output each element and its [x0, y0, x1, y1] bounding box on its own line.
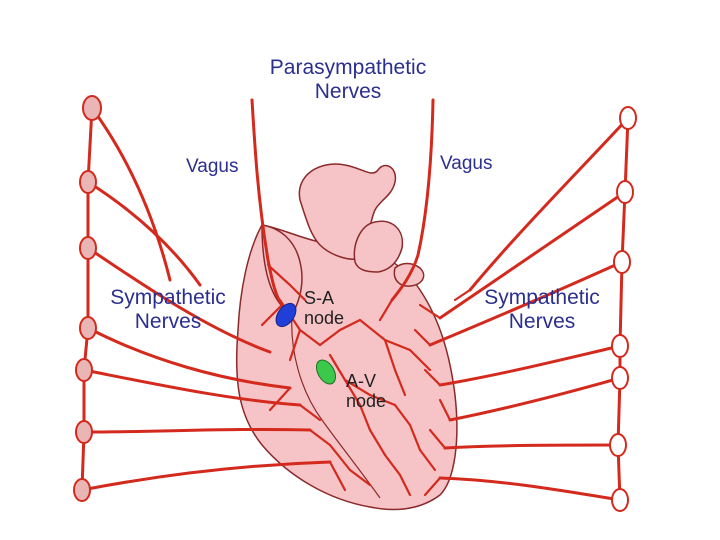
av-node: [316, 359, 336, 385]
ganglion-left-2: [79, 170, 97, 194]
branch: [418, 303, 442, 320]
fiber-l2: [86, 180, 202, 287]
fiber-l7: [80, 460, 332, 492]
branch: [423, 368, 442, 387]
branch: [348, 468, 372, 487]
aorta: [298, 163, 397, 260]
sa-node-line1: S-A: [304, 288, 335, 308]
branch: [408, 348, 432, 372]
fiber-l3: [86, 246, 272, 354]
fiber-r3: [428, 260, 624, 347]
branch: [318, 318, 362, 347]
ganglion-right-1: [619, 106, 637, 130]
fiber-l1: [90, 106, 172, 282]
branch: [268, 386, 292, 412]
parasympathetic-line2: Nerves: [314, 79, 382, 103]
sa-node: [275, 302, 297, 328]
branch: [423, 476, 442, 497]
fiber-r7: [438, 476, 622, 502]
fiber-r5: [448, 376, 622, 422]
branch: [383, 453, 412, 497]
cardiac-nerve-branches: [260, 263, 472, 497]
av-node-line1: A-V: [346, 371, 377, 391]
vagus-left-label: Vagus: [186, 156, 239, 177]
pulmonary-trunk: [353, 220, 404, 273]
sympathetic-fibers: [80, 106, 630, 502]
vagus-nerves: [250, 98, 435, 307]
parasympathetic-line1: Parasympathetic: [269, 56, 427, 79]
ganglion-right-2: [616, 180, 634, 204]
ganglion-left-5: [75, 358, 93, 382]
sympathetic-nerves-left-label: Sympathetic Nerves: [98, 286, 238, 333]
branch: [413, 328, 432, 347]
fiber-l4: [86, 326, 292, 390]
ganglia-left: [73, 95, 102, 502]
ganglion-right-5: [611, 366, 629, 390]
branch: [260, 303, 284, 327]
branch: [393, 403, 422, 452]
branch: [418, 448, 437, 472]
branch: [358, 403, 387, 457]
sa-node-line2: node: [304, 308, 345, 329]
sa-node-label: S-A node: [304, 288, 344, 328]
branch: [328, 460, 347, 492]
right-atrium: [261, 224, 303, 317]
branch: [438, 398, 452, 422]
branch: [343, 378, 397, 407]
branch: [288, 328, 302, 362]
sympathetic-right-line1: Sympathetic: [484, 286, 600, 309]
heart: [235, 163, 458, 511]
branch: [378, 298, 394, 322]
branch: [308, 428, 352, 472]
vagus-nerve-left: [250, 98, 284, 307]
av-node-line2: node: [346, 391, 387, 412]
ganglion-right-4: [611, 334, 629, 358]
ganglion-left-3: [79, 236, 97, 260]
ganglion-left-6: [75, 420, 93, 444]
branch: [453, 288, 472, 302]
branch: [298, 403, 322, 422]
ganglion-right-7: [611, 488, 629, 512]
fiber-r4: [438, 344, 622, 387]
ganglion-right-3: [613, 250, 631, 274]
septum-line: [291, 314, 381, 499]
fiber-l5: [82, 368, 302, 407]
ganglion-left-7: [73, 478, 91, 502]
fiber-r2: [438, 190, 627, 320]
branch: [266, 263, 307, 302]
fiber-r1: [468, 116, 630, 292]
sympathetic-left-line2: Nerves: [134, 309, 202, 333]
branch: [383, 338, 407, 397]
branch: [428, 428, 447, 450]
sympathetic-nerves-right-label: Sympathetic Nerves: [472, 286, 612, 333]
ganglia-right: [609, 106, 637, 512]
sympathetic-left-line1: Sympathetic: [110, 286, 226, 309]
ganglion-left-4: [79, 316, 97, 340]
av-node-label: A-V node: [346, 371, 386, 411]
ganglion-right-6: [609, 433, 627, 457]
ganglion-left-1: [82, 95, 102, 121]
sympathetic-right-line2: Nerves: [508, 309, 576, 333]
fiber-r6: [443, 443, 620, 450]
parasympathetic-nerves-label: Parasympathetic Nerves: [250, 56, 446, 103]
vagus-nerve-right: [390, 98, 435, 302]
vagus-right-label: Vagus: [440, 153, 493, 174]
fiber-l6: [82, 427, 312, 434]
